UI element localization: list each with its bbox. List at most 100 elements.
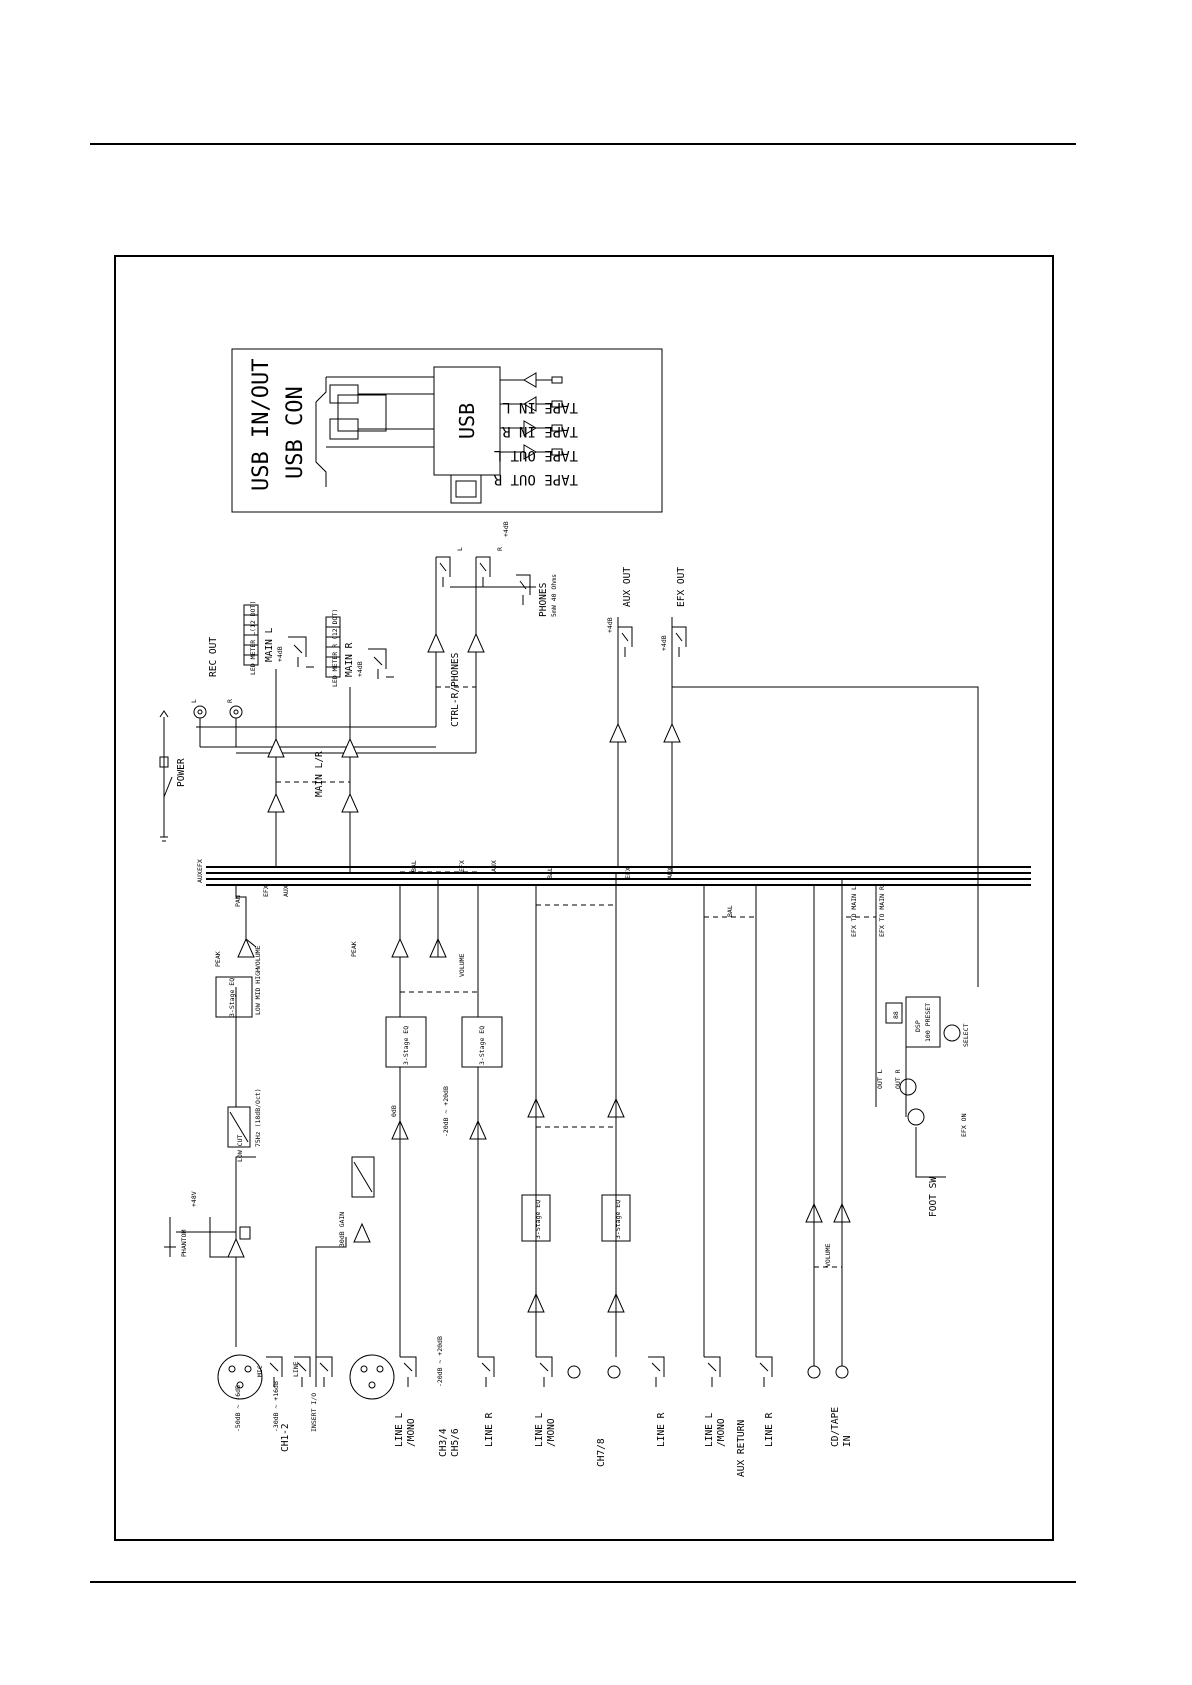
aux-return-label: AUX RETURN xyxy=(736,1420,747,1477)
svg-text:-50dB ~ -6dB: -50dB ~ -6dB xyxy=(234,1385,242,1432)
rec-out-label: REC OUT xyxy=(208,637,219,677)
svg-text:IN: IN xyxy=(842,1435,853,1447)
channel-7-8: CH7/8 LINE L /MONO LINE R 3-Stage EQ 3-S… xyxy=(521,867,674,1467)
bus-label-efx: EFX xyxy=(196,859,204,871)
usb-port-tape-out-r: TAPE OUT R xyxy=(493,444,578,487)
usb-con-title: USB CON xyxy=(283,386,308,479)
svg-text:R: R xyxy=(496,547,504,551)
usb-connector xyxy=(315,376,434,487)
svg-text:88: 88 xyxy=(892,1011,900,1019)
svg-text:+4dB: +4dB xyxy=(660,635,668,651)
svg-text:EFX TO MAIN R: EFX TO MAIN R xyxy=(878,886,886,937)
main-lr-label: MAIN L/R xyxy=(314,751,325,797)
channel-section: CH1-2 -50dB ~ -6dB -30dB ~ +16dB INSERT … xyxy=(164,860,970,1477)
main-lr-faders: MAIN L/R xyxy=(267,737,359,873)
channel-3-4-5-6: CH3/4 CH5/6 LINE L /MONO LINE R -20dB ~ … xyxy=(338,860,503,1457)
aux-out-label: AUX OUT xyxy=(622,567,633,607)
svg-text:LOW MID HIGH: LOW MID HIGH xyxy=(254,968,262,1015)
svg-text:TAPE IN R: TAPE IN R xyxy=(502,423,578,439)
mix-buses: EFX AUX xyxy=(196,859,1031,886)
output-section: POWER EFX AUX REC OUT L R xyxy=(159,521,1031,987)
svg-text:BAL: BAL xyxy=(546,867,554,879)
svg-text:100 PRESET: 100 PRESET xyxy=(924,1003,932,1042)
ch56-label: CH5/6 xyxy=(450,1428,461,1457)
ch78-label: CH7/8 xyxy=(596,1438,607,1467)
channel-1-2: CH1-2 -50dB ~ -6dB -30dB ~ +16dB INSERT … xyxy=(164,885,347,1452)
svg-text:-20dB ~ +20dB: -20dB ~ +20dB xyxy=(436,1336,444,1387)
svg-text:AUX: AUX xyxy=(282,885,290,897)
efx-out-label: EFX OUT xyxy=(676,567,687,607)
led-meter-l: LED METER L(12 DOT) xyxy=(243,601,259,675)
dsp-effects: EFX TO MAIN L EFX TO MAIN R DSP 100 PRES… xyxy=(846,885,970,1217)
usb-port-tape-out-l: TAPE OUT L xyxy=(494,420,578,463)
usb-chip-label: USB xyxy=(455,403,479,439)
svg-text:PAN: PAN xyxy=(234,895,242,907)
phones-label: PHONES xyxy=(538,582,549,617)
svg-text:3-Stage EQ: 3-Stage EQ xyxy=(228,978,236,1017)
svg-text:AUX: AUX xyxy=(490,860,498,872)
svg-text:3-Stage EQ: 3-Stage EQ xyxy=(478,1026,486,1065)
usb-panel: USB IN/OUT USB CON USB TAPE IN L xyxy=(231,348,663,513)
svg-text:INSERT I/O: INSERT I/O xyxy=(310,1393,318,1432)
usb-port-tape-in-l: TAPE IN L xyxy=(500,372,578,415)
svg-text:LINE R: LINE R xyxy=(484,1412,495,1447)
svg-text:MIC: MIC xyxy=(256,1365,264,1377)
svg-text:L: L xyxy=(190,699,198,703)
svg-text:EFX: EFX xyxy=(262,885,270,897)
dsp-box xyxy=(905,996,941,1048)
footer-rule xyxy=(90,1581,1076,1583)
svg-text:3-Stage EQ: 3-Stage EQ xyxy=(534,1200,542,1239)
svg-text:LINE: LINE xyxy=(292,1361,300,1377)
svg-text:OUT R: OUT R xyxy=(894,1069,902,1089)
svg-text:LINE L: LINE L xyxy=(394,1412,405,1447)
power-switch: POWER xyxy=(159,710,187,842)
usb-chip xyxy=(433,366,501,476)
led-meter-r: LED METER R (12 DOT) xyxy=(325,609,341,687)
ctrl-r-phones-label: CTRL-R/PHONES xyxy=(450,652,461,727)
svg-text:R: R xyxy=(226,699,234,703)
main-r-jack: MAIN R +4dB xyxy=(344,642,394,753)
aux-out: +4dB AUX OUT xyxy=(606,567,633,867)
svg-text:PHANTOM: PHANTOM xyxy=(180,1230,188,1257)
svg-text:TAPE IN L: TAPE IN L xyxy=(502,399,578,415)
select-knob xyxy=(943,1024,961,1042)
svg-text:LINE L: LINE L xyxy=(704,1412,715,1447)
svg-text:+4dB: +4dB xyxy=(356,661,364,677)
svg-text:-20dB ~ +20dB: -20dB ~ +20dB xyxy=(442,1086,450,1137)
svg-text:MAIN L: MAIN L xyxy=(264,627,275,662)
svg-text:LED METER L(12 DOT): LED METER L(12 DOT) xyxy=(249,601,257,675)
svg-text:+48V: +48V xyxy=(190,1191,198,1207)
svg-text:/MONO: /MONO xyxy=(716,1418,727,1447)
svg-text:5mW 40 Ohms: 5mW 40 Ohms xyxy=(550,574,558,617)
svg-text:LINE R: LINE R xyxy=(656,1412,667,1447)
svg-text:LINE R: LINE R xyxy=(764,1412,775,1447)
svg-text:MAIN R: MAIN R xyxy=(344,642,355,677)
svg-text:/MONO: /MONO xyxy=(406,1418,417,1447)
block-diagram-frame: USB IN/OUT USB CON USB TAPE IN L xyxy=(114,255,1054,1541)
cd-tape-label: CD/TAPE xyxy=(830,1407,841,1447)
svg-text:EFX: EFX xyxy=(624,867,632,879)
svg-text:PEAK: PEAK xyxy=(214,951,222,967)
usb-port-tape-in-r: TAPE IN R xyxy=(500,396,578,439)
svg-text:LOW CUT: LOW CUT xyxy=(236,1135,244,1162)
svg-text:+4dB: +4dB xyxy=(502,521,510,537)
cd-tape-in: CD/TAPE IN VOLUME xyxy=(805,879,853,1447)
svg-text:BAL: BAL xyxy=(410,860,418,872)
svg-text:EFX ON: EFX ON xyxy=(960,1113,968,1137)
efx-out: +4dB EFX OUT xyxy=(660,567,979,987)
svg-text:PEAK: PEAK xyxy=(350,941,358,957)
svg-text:3-Stage EQ: 3-Stage EQ xyxy=(402,1026,410,1065)
foot-sw-label: FOOT SW xyxy=(928,1177,939,1217)
svg-text:30dB GAIN: 30dB GAIN xyxy=(338,1212,346,1247)
bus-label-aux: AUX xyxy=(196,871,204,883)
svg-text:DSP: DSP xyxy=(914,1020,922,1032)
svg-text:VOLUME: VOLUME xyxy=(458,953,466,977)
usb-in-out-title: USB IN/OUT xyxy=(249,359,274,491)
ch12-label: CH1-2 xyxy=(280,1423,291,1452)
block-diagram: USB IN/OUT USB CON USB TAPE IN L xyxy=(159,348,1031,1477)
svg-text:TAPE OUT L: TAPE OUT L xyxy=(494,447,578,463)
svg-text:AUX: AUX xyxy=(666,867,674,879)
main-l-jack: MAIN L +4dB xyxy=(264,627,314,747)
svg-text:VOLUME: VOLUME xyxy=(824,1243,832,1267)
svg-text:LINE L: LINE L xyxy=(534,1412,545,1447)
